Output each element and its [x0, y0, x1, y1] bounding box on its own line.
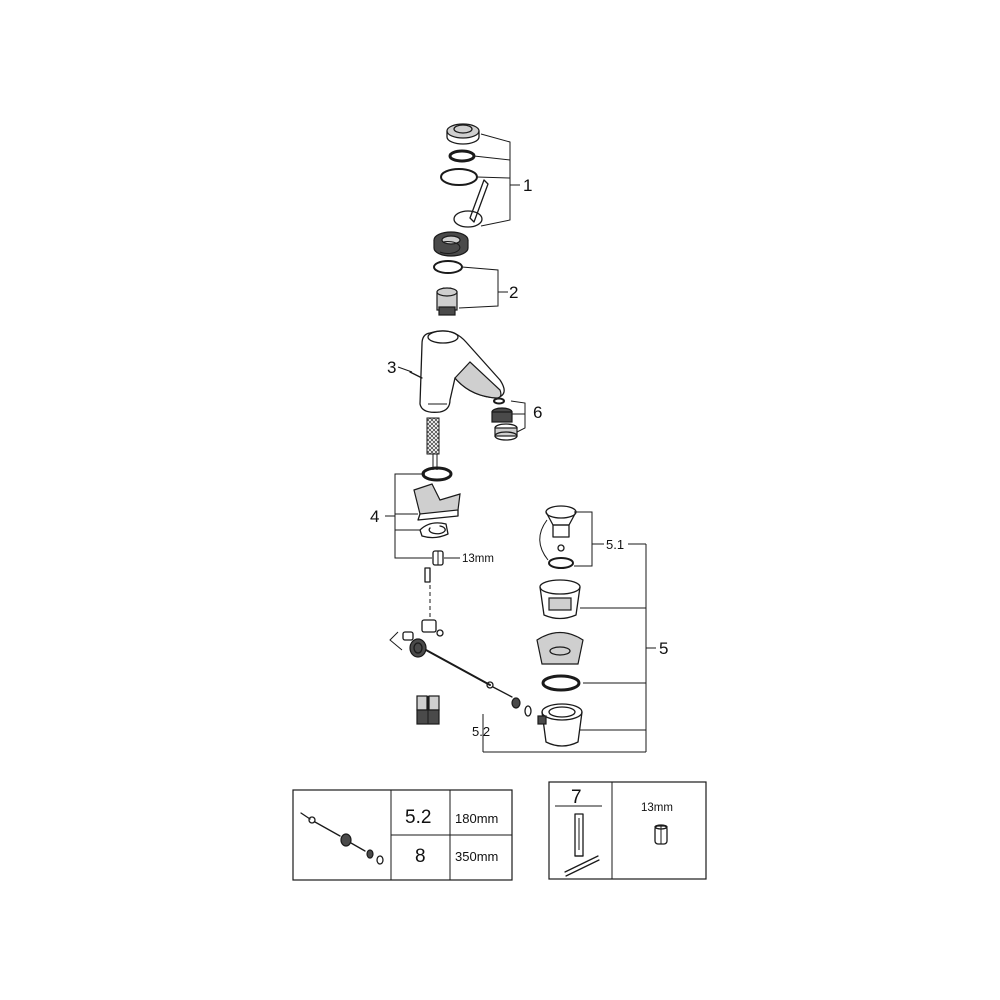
table-rods-row2-code: 8 [415, 846, 426, 867]
waste-nut-part [537, 703, 583, 747]
callout-5-label: 5 [659, 639, 668, 658]
waste-washer-part [536, 631, 584, 665]
rotate-knob-part [409, 638, 427, 658]
cartridge-part [436, 287, 458, 316]
lift-rod-stub [409, 371, 423, 379]
wrench-tool-illustration [564, 813, 600, 877]
hose-connector-part [416, 695, 440, 725]
plug-pin [557, 544, 565, 552]
callout-4-label: 4 [370, 507, 379, 526]
pivot-nut [511, 697, 521, 709]
table-rods-row1-length: 180mm [455, 811, 498, 826]
o-ring-cartridge [433, 260, 463, 274]
cover-cap-part [446, 123, 480, 145]
mounting-shim-part [413, 483, 461, 521]
tool-table: 7 13mm [548, 781, 707, 880]
plug-head-part [545, 505, 577, 538]
flexible-hose-part [426, 417, 440, 470]
table-tool-code: 7 [571, 787, 582, 808]
part-group-5: 5.1 5 [483, 505, 668, 753]
rod-length-table: 5.2 180mm 8 350mm [292, 789, 513, 881]
rod-illustration [300, 812, 384, 865]
part-group-3: 3 [387, 330, 505, 470]
pivot-washer [524, 705, 532, 717]
hex-nut-13mm [432, 550, 444, 566]
waste-o-ring [541, 674, 581, 692]
part-group-6: 6 [491, 397, 542, 441]
aerator-insert-part [491, 407, 513, 423]
o-ring-small [448, 149, 476, 163]
pivot-clamp-part [402, 619, 444, 641]
callout-2-label: 2 [509, 283, 518, 302]
mixer-body-part [419, 330, 505, 413]
callout-1-label: 1 [523, 176, 532, 195]
part-group-4: 4 13mm [370, 466, 494, 618]
part-group-5-2: 5.2 [389, 619, 532, 752]
hex-socket-13mm-icon [654, 824, 668, 845]
callout-4-size-label: 13mm [462, 553, 494, 565]
mounting-washer-part [419, 522, 449, 539]
rotate-arrow-icon [439, 240, 461, 254]
callout-5-2-label: 5.2 [472, 724, 490, 739]
cartridge-nut-part [433, 231, 469, 257]
lever-handle-part [453, 179, 489, 228]
rotate-arrow-icon [539, 519, 549, 561]
callout-5-1-label: 5.1 [606, 537, 624, 552]
o-ring-large [440, 168, 478, 186]
part-group-1: 1 [440, 123, 532, 228]
table-tool-size: 13mm [641, 802, 673, 814]
table-rods-row2-length: 350mm [455, 849, 498, 864]
table-rods-row1-code: 5.2 [405, 807, 431, 828]
callout-3-label: 3 [387, 358, 396, 377]
aerator-ring [493, 397, 505, 405]
pivot-rod [425, 649, 491, 686]
aerator-housing-part [494, 423, 518, 441]
callout-6-label: 6 [533, 403, 542, 422]
plug-seal-ring [548, 557, 574, 569]
part-group-2: 2 [433, 231, 518, 316]
waste-body-part [539, 579, 581, 620]
threaded-rod [424, 567, 431, 583]
